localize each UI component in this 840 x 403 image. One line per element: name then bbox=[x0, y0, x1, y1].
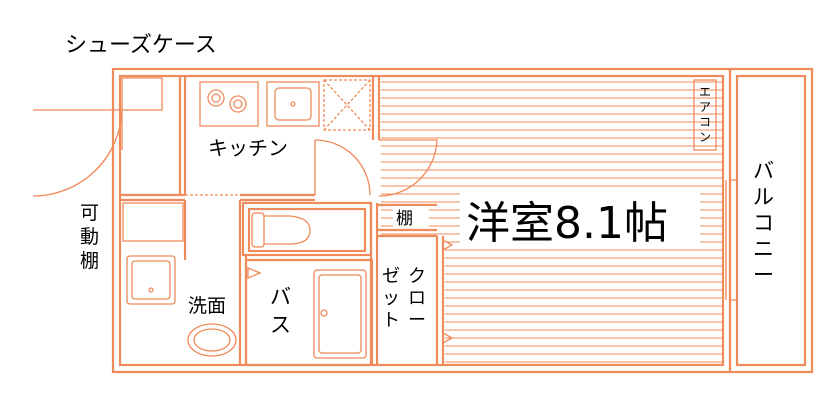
closet-label-c2-2: ロ bbox=[408, 288, 426, 309]
interior-walls bbox=[120, 76, 445, 367]
aircon-box bbox=[693, 79, 717, 151]
refrigerator-space bbox=[323, 79, 371, 131]
balcony-label-5: ー bbox=[753, 263, 774, 287]
toilet-icon bbox=[251, 212, 311, 248]
balcony-label-3: コ bbox=[753, 211, 774, 235]
aircon-label-4: ン bbox=[699, 130, 711, 144]
aircon-label-3: コ bbox=[699, 115, 711, 129]
closet-label-c1-1: ゼ bbox=[382, 266, 400, 287]
outer-walls bbox=[111, 67, 814, 374]
closet-label-c1-2: ッ bbox=[382, 288, 400, 309]
bathtub-icon bbox=[313, 269, 367, 359]
wash-sink-icon bbox=[187, 323, 237, 357]
balcony-label-2: ル bbox=[753, 185, 774, 209]
shoe-case-label: シューズケース bbox=[65, 33, 217, 58]
room-label-bg bbox=[460, 190, 700, 248]
balcony-label-4: ニ bbox=[753, 237, 774, 261]
aircon-label-2: ア bbox=[699, 100, 711, 114]
shelf-label: 棚 bbox=[396, 209, 413, 229]
closet-label-c2-3: ー bbox=[408, 310, 426, 331]
kitchen-label: キッチン bbox=[208, 136, 288, 160]
stove-icon bbox=[199, 81, 259, 127]
sink-icon bbox=[266, 81, 320, 127]
balcony-label-1: バ bbox=[753, 159, 774, 183]
movable-shelf-box bbox=[122, 202, 184, 242]
closet-label-c1-3: ト bbox=[382, 310, 400, 331]
door-markers bbox=[247, 238, 454, 345]
movable-shelf-label-2: 動 bbox=[80, 226, 99, 248]
shoe-case-box bbox=[121, 77, 163, 111]
aircon-label-1: エ bbox=[699, 85, 711, 99]
bath-label-1: バ bbox=[270, 285, 291, 309]
washroom-label: 洗面 bbox=[188, 295, 226, 317]
entry-door bbox=[32, 109, 123, 197]
movable-shelf-label-1: 可 bbox=[80, 202, 99, 224]
washbasin-icon bbox=[126, 255, 176, 305]
closet-label-c2-1: ク bbox=[408, 266, 426, 287]
room-window bbox=[725, 179, 737, 301]
movable-shelf-label-3: 棚 bbox=[80, 250, 99, 272]
bath-label-2: ス bbox=[270, 313, 291, 337]
shelf-label-bg bbox=[393, 206, 429, 228]
room-label: 洋室8.1帖 bbox=[466, 198, 668, 249]
room-door bbox=[314, 139, 438, 197]
